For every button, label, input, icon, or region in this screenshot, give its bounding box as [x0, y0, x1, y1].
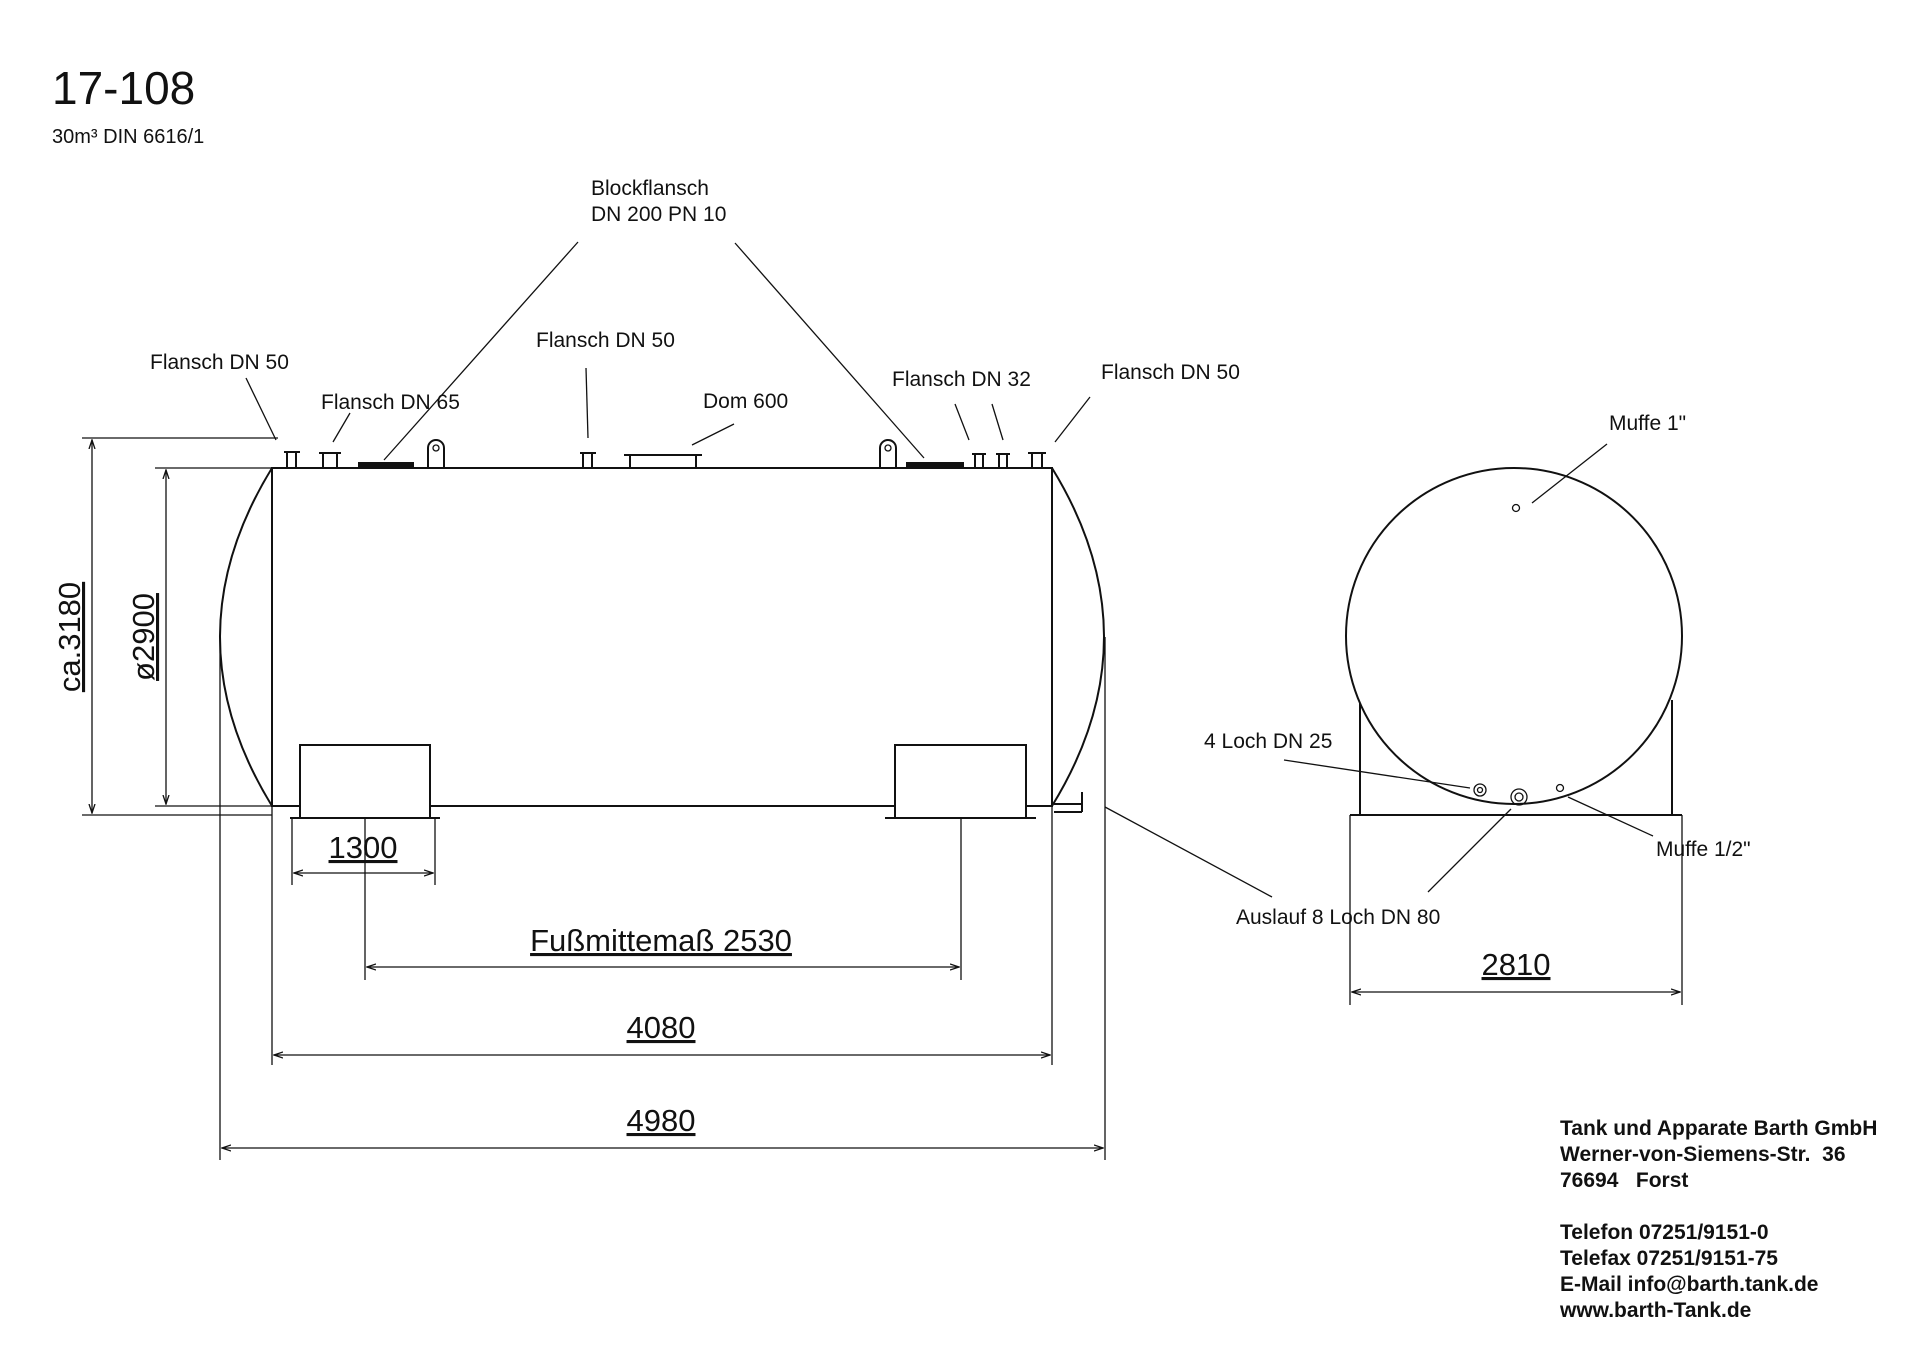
label-muffe-half: Muffe 1/2": [1656, 838, 1751, 861]
nozzle-dn50-right: [1028, 452, 1046, 468]
dome-600: [624, 454, 702, 468]
label-flansch-dn50-right: Flansch DN 50: [1101, 361, 1240, 384]
company-name: Tank und Apparate Barth GmbH: [1560, 1117, 1877, 1140]
saddle-foot-left: [299, 744, 431, 819]
nozzle-dn50-left: [284, 451, 300, 468]
label-dom-600: Dom 600: [703, 390, 788, 413]
tank-end-circle: [1345, 467, 1683, 805]
saddle-foot-right: [894, 744, 1027, 819]
nozzle-dn50-mid: [580, 452, 596, 468]
dimension-saddle-width: 2810: [1349, 815, 1683, 1005]
dimension-cylinder-length: 4080: [271, 806, 1053, 1065]
nozzle-dn32-a: [972, 453, 986, 468]
dim-cylinder-length: 4080: [627, 1010, 696, 1045]
outlet-nozzle: [1054, 792, 1083, 813]
nozzle-dn32-b: [996, 453, 1010, 468]
company-street: Werner-von-Siemens-Str. 36: [1560, 1143, 1846, 1166]
company-fax: Telefax 07251/9151-75: [1560, 1247, 1778, 1270]
tank-cylinder-body: [271, 467, 1053, 807]
blockflansch-right: [906, 462, 964, 468]
dim-total-length: 4980: [627, 1103, 696, 1138]
dim-foot-center: Fußmittemaß 2530: [530, 923, 792, 958]
drawing-subtitle: 30m³ DIN 6616/1: [52, 126, 204, 148]
label-auslauf: Auslauf 8 Loch DN 80: [1236, 906, 1440, 929]
blockflansch-left: [358, 462, 414, 468]
auslauf-port: [1510, 788, 1528, 806]
label-flansch-dn50-mid: Flansch DN 50: [536, 329, 675, 352]
muffe-1-port: [1511, 503, 1521, 513]
dim-saddle-width: 2810: [1482, 947, 1551, 982]
drawing-number: 17-108: [52, 62, 195, 114]
muffe-half-port: [1555, 783, 1565, 793]
dimension-foot-center: Fußmittemaß 2530: [364, 818, 962, 980]
label-flansch-dn65: Flansch DN 65: [321, 391, 460, 414]
dim-height-total: ca.3180: [52, 582, 87, 692]
loch-dn25-port: [1473, 783, 1487, 797]
lifting-lug-right: [879, 439, 897, 468]
label-loch-dn25: 4 Loch DN 25: [1204, 730, 1332, 753]
dimension-foot-width: 1300: [291, 818, 436, 885]
tank-side-view: [219, 439, 1105, 819]
dim-diameter: ø2900: [126, 593, 161, 681]
dimension-diameter: ø2900: [126, 467, 272, 807]
leader-lines-side: [245, 241, 1273, 898]
lifting-lug-left: [427, 439, 445, 468]
label-blockflansch-spec: DN 200 PN 10: [591, 203, 726, 226]
company-city: 76694 Forst: [1560, 1169, 1688, 1192]
tank-end-view: [1345, 467, 1683, 816]
dimension-height: ca.3180: [52, 437, 278, 816]
label-muffe-1: Muffe 1": [1609, 412, 1686, 435]
nozzle-dn65: [319, 452, 341, 468]
label-flansch-dn50-left: Flansch DN 50: [150, 351, 289, 374]
label-blockflansch: Blockflansch: [591, 177, 709, 200]
tank-head-left: [219, 467, 273, 807]
tank-head-right: [1051, 467, 1105, 807]
company-info: Tank und Apparate Barth GmbH Werner-von-…: [1559, 1117, 1877, 1322]
company-phone: Telefon 07251/9151-0: [1560, 1221, 1769, 1244]
company-web: www.barth-Tank.de: [1559, 1299, 1751, 1322]
dimension-total-length: 4980: [219, 637, 1106, 1160]
label-flansch-dn32: Flansch DN 32: [892, 368, 1031, 391]
leader-lines-end: [1283, 443, 1654, 893]
dim-foot-width: 1300: [329, 830, 398, 865]
company-email: E-Mail info@barth.tank.de: [1560, 1273, 1819, 1296]
